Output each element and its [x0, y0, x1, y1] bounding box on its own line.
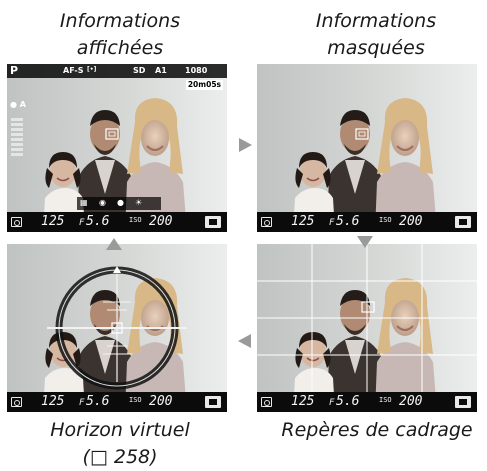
metering-icon — [11, 397, 22, 407]
live-view-photo — [257, 64, 477, 232]
iso-value: 200 — [399, 214, 423, 229]
aperture-value: 5.6 — [86, 394, 110, 409]
top-info-bar: P AF-S [•] SD A1 1080 — [7, 64, 227, 78]
aperture-value: 5.6 — [336, 214, 360, 229]
down-arrow-icon — [357, 236, 373, 248]
status-bar: 125 F 5.6 ISO 200 — [257, 392, 477, 412]
status-bar: 125 F 5.6 ISO 200 — [257, 212, 477, 232]
focus-frame — [105, 128, 119, 140]
time-remaining: 20m05s — [185, 80, 223, 90]
focus-area: [•] — [87, 66, 97, 73]
right-arrow-icon — [239, 138, 252, 152]
screen-virtual-horizon: 125 F 5.6 ISO 200 — [7, 244, 227, 412]
shooting-mode: P — [10, 64, 19, 77]
metering-icon — [261, 397, 272, 407]
caption-framing-grid: Repères de cadrage — [272, 417, 482, 444]
iso-value: 200 — [399, 394, 423, 409]
audio-level-meter — [11, 118, 23, 158]
card-indicator: SD — [133, 66, 146, 75]
iso-value: 200 — [149, 214, 173, 229]
movie-mode-icon — [455, 216, 471, 228]
caption-line: masquées — [327, 37, 425, 59]
exposure-icon: ◉ — [99, 198, 106, 207]
shutter-speed: 125 — [291, 214, 315, 229]
silent-mode-icon: ▦ — [80, 198, 88, 207]
caption-line: Informations — [315, 10, 437, 32]
screen-info-displayed: P AF-S [•] SD A1 1080 20m05s ● A ▦ ◉ ● ☀… — [7, 64, 227, 232]
caption-line: Repères de cadrage — [281, 419, 473, 441]
status-bar: 125 F 5.6 ISO 200 — [7, 392, 227, 412]
left-arrow-icon — [238, 334, 251, 348]
shutter-speed: 125 — [41, 214, 65, 229]
iso-label: ISO — [129, 216, 142, 224]
metering-icon — [261, 217, 272, 227]
iso-label: ISO — [379, 396, 392, 404]
movie-mode-icon — [455, 396, 471, 408]
frame-size: 1080 — [185, 66, 208, 75]
caption-line: affichées — [76, 37, 164, 59]
aperture-value: 5.6 — [86, 214, 110, 229]
white-balance: A1 — [155, 66, 167, 75]
caption-virtual-horizon: Horizon virtuel (□ 258) — [30, 417, 210, 471]
aperture-prefix: F — [79, 398, 85, 408]
screen-framing-grid: 125 F 5.6 ISO 200 — [257, 244, 477, 412]
movie-mode-icon — [205, 216, 221, 228]
aperture-prefix: F — [79, 218, 85, 228]
iso-label: ISO — [129, 396, 142, 404]
virtual-horizon-overlay — [47, 266, 187, 390]
aperture-prefix: F — [329, 218, 335, 228]
shutter-speed: 125 — [291, 394, 315, 409]
aperture-prefix: F — [329, 398, 335, 408]
status-bar: 125 F 5.6 ISO 200 — [7, 212, 227, 232]
shutter-speed: 125 — [41, 394, 65, 409]
caption-line: (□ 258) — [82, 446, 158, 468]
caption-line: Informations — [59, 10, 181, 32]
aperture-value: 5.6 — [336, 394, 360, 409]
microphone-icon: ● — [117, 198, 124, 207]
up-arrow-icon — [106, 238, 122, 250]
brightness-icon: ☀ — [135, 198, 143, 207]
bottom-icon-row: ▦ ◉ ● ☀ — [77, 197, 161, 210]
screen-info-hidden: 125 F 5.6 ISO 200 — [257, 64, 477, 232]
iso-value: 200 — [149, 394, 173, 409]
caption-line: Horizon virtuel — [50, 419, 190, 441]
iso-label: ISO — [379, 216, 392, 224]
framing-grid-overlay — [257, 244, 477, 392]
audio-label: A — [19, 100, 26, 109]
movie-mode-icon — [205, 396, 221, 408]
focus-frame — [355, 128, 369, 140]
caption-info-hidden: Informations masquées — [296, 8, 456, 62]
focus-mode: AF-S — [63, 66, 84, 75]
metering-icon — [11, 217, 22, 227]
audio-level-label: ● A — [10, 100, 26, 109]
caption-info-displayed: Informations affichées — [40, 8, 200, 62]
microphone-icon: ● — [10, 100, 17, 109]
